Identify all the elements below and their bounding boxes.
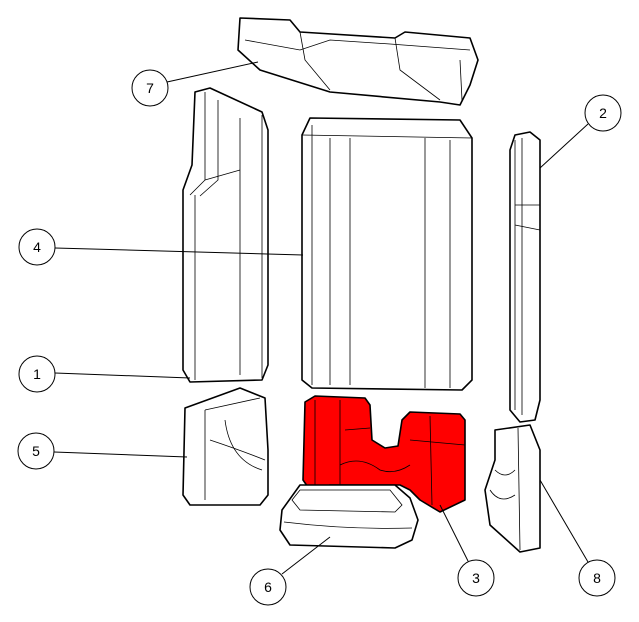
part-7-top-brick — [237, 17, 479, 106]
callout-3: 3 — [457, 559, 495, 597]
part-4-back-panel — [301, 117, 473, 391]
part-2-right-side-brick — [509, 131, 541, 423]
part-8-bottom-right-block — [484, 424, 541, 553]
svg-text:4: 4 — [33, 239, 41, 255]
part-6-base-tray — [279, 484, 419, 549]
svg-text:5: 5 — [32, 443, 40, 459]
callout-2: 2 — [584, 94, 622, 132]
leader-line-3 — [439, 504, 469, 562]
callout-1: 1 — [18, 355, 56, 393]
svg-text:3: 3 — [472, 570, 480, 586]
svg-text:6: 6 — [264, 579, 272, 595]
callout-7: 7 — [131, 69, 169, 107]
svg-text:8: 8 — [593, 570, 601, 586]
leader-line-7 — [166, 61, 259, 83]
leader-line-4 — [54, 247, 304, 256]
part-1-left-side-brick — [182, 87, 269, 383]
svg-text:2: 2 — [599, 105, 607, 121]
callout-4: 4 — [18, 228, 56, 266]
callout-6: 6 — [249, 568, 287, 606]
callout-5: 5 — [17, 432, 55, 470]
svg-text:1: 1 — [33, 366, 41, 382]
callout-8: 8 — [578, 559, 616, 597]
leader-line-5 — [53, 451, 188, 458]
leader-line-2 — [539, 123, 589, 169]
leader-line-8 — [539, 479, 589, 563]
leader-line-1 — [54, 372, 191, 379]
svg-text:7: 7 — [146, 80, 154, 96]
part-5-bottom-left-block — [182, 387, 269, 506]
leader-line-6 — [281, 536, 331, 575]
